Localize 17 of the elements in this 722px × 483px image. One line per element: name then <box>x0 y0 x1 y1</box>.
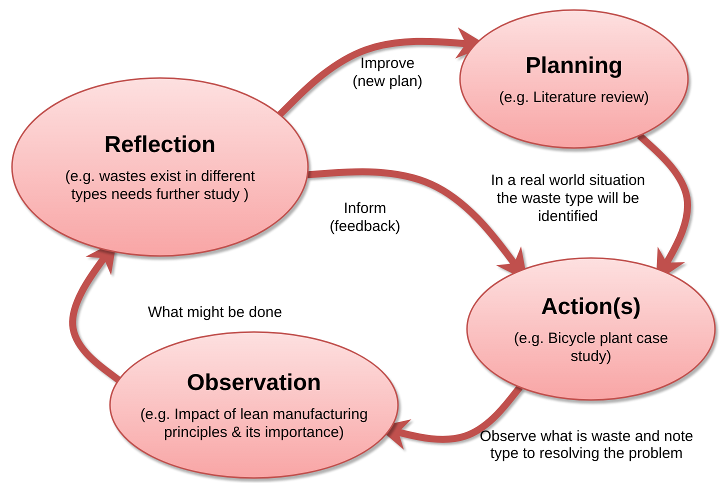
edge-label: Observe what is waste and note type to resolving the problem <box>478 428 694 462</box>
ellipse-node <box>465 256 717 402</box>
node-title: Observation <box>186 368 322 396</box>
ellipse-node <box>10 76 310 258</box>
edge-label: Improve (new plan) <box>351 55 424 91</box>
ellipse-node <box>458 8 690 150</box>
node-description: (e.g. wastes exist in different types needs further study ) <box>64 168 256 204</box>
node-title: Reflection <box>104 130 216 158</box>
node-title: Planning <box>525 52 623 78</box>
ellipse-node <box>108 330 400 480</box>
edge-label: In a real world situation the waste type will be identified <box>490 172 646 226</box>
edge-label: Inform (feedback) <box>328 200 402 236</box>
edge-label: What might be done <box>146 304 284 322</box>
node-title: Action(s) <box>541 292 641 320</box>
node-description: (e.g. Impact of lean manufacturing principles & its importance) <box>139 406 369 442</box>
node-description: (e.g. Bicycle plant case study) <box>512 330 670 366</box>
node-description: (e.g. Literature review) <box>498 88 650 106</box>
